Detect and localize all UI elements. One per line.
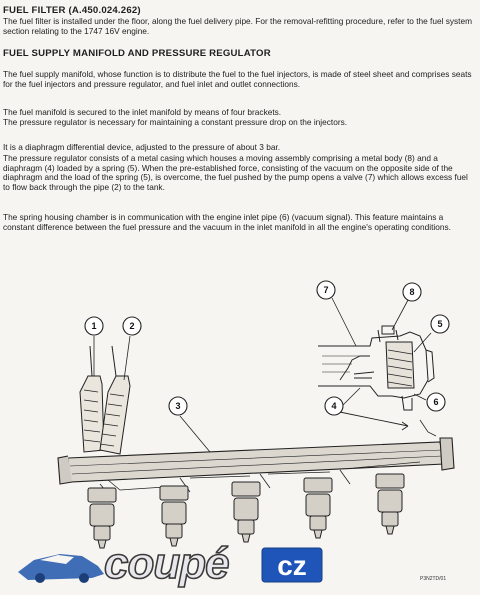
inlet-hoses: [79, 345, 131, 455]
injectors: [87, 473, 405, 549]
svg-text:5: 5: [437, 319, 442, 329]
manifold-heading: FUEL SUPPLY MANIFOLD AND PRESSURE REGULA…: [3, 48, 271, 59]
manifold-paragraph-1: The fuel supply manifold, whose function…: [3, 69, 472, 89]
svg-text:7: 7: [323, 285, 328, 295]
manifold-paragraph-4: It is a diaphragm differential device, a…: [3, 142, 281, 152]
callout-2: 2: [122, 316, 142, 336]
manifold-paragraph-5: The pressure regulator consists of a met…: [3, 153, 468, 192]
svg-text:6: 6: [433, 397, 438, 407]
callout-1: 1: [84, 316, 104, 336]
fuel-filter-heading: FUEL FILTER (A.450.024.262): [3, 5, 141, 16]
manifold-paragraph-2: The fuel manifold is secured to the inle…: [3, 107, 282, 117]
manifold-paragraph-3: The pressure regulator is necessary for …: [3, 117, 348, 127]
callout-7: 7: [316, 280, 336, 300]
manifold-paragraph-6: The spring housing chamber is in communi…: [3, 212, 451, 232]
svg-text:3: 3: [175, 401, 180, 411]
leader-lines: [93, 297, 432, 453]
svg-text:1: 1: [91, 321, 96, 331]
svg-text:cz: cz: [277, 550, 307, 581]
callout-5: 5: [430, 314, 450, 334]
svg-text:2: 2: [129, 321, 134, 331]
callout-4: 4: [324, 396, 344, 416]
fuel-rail: [57, 437, 455, 497]
svg-text:8: 8: [409, 287, 414, 297]
coupe-logo-watermark: coupé cz: [18, 538, 323, 589]
callout-8: 8: [402, 282, 422, 302]
fuel-filter-text: The fuel filter is installed under the f…: [3, 16, 473, 36]
svg-text:4: 4: [331, 401, 336, 411]
callout-3: 3: [168, 396, 188, 416]
figure-reference: P3N2TD/01: [420, 576, 447, 582]
callout-6: 6: [426, 392, 446, 412]
svg-text:coupé: coupé: [104, 539, 229, 588]
regulator-detail: [318, 325, 437, 437]
